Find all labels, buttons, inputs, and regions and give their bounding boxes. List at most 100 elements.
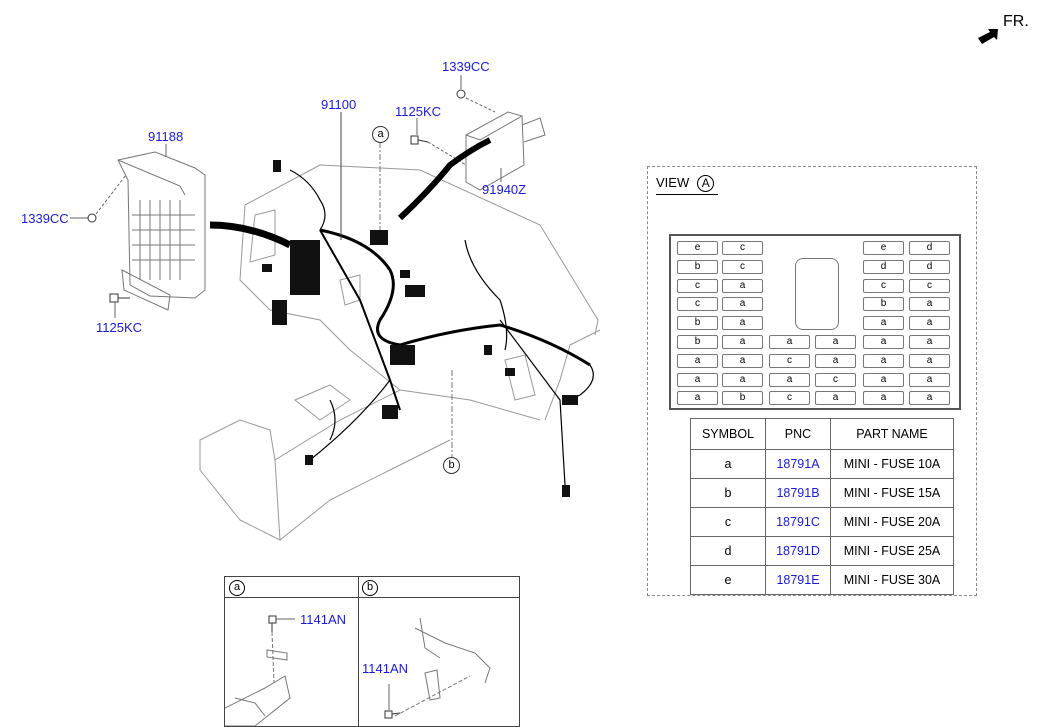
fuse-slot: c bbox=[722, 241, 763, 255]
fuse-slot: a bbox=[909, 316, 950, 331]
fuse-slot: b bbox=[677, 259, 718, 274]
fuse-slot: a bbox=[909, 391, 950, 406]
legend-symbol: d bbox=[690, 536, 766, 566]
legend-row: e 18791E MINI - FUSE 30A bbox=[690, 565, 954, 595]
fuse-slot: a bbox=[722, 353, 763, 368]
legend-row: d 18791D MINI - FUSE 25A bbox=[690, 536, 954, 566]
reference-b-marker[interactable]: b bbox=[443, 457, 460, 474]
fuse-slot: d bbox=[909, 241, 950, 255]
fuse-slot: a bbox=[769, 335, 810, 349]
bolt-icon bbox=[109, 293, 119, 303]
fuse-slot: e bbox=[863, 241, 904, 255]
legend-pnc-link[interactable]: 18791B bbox=[765, 478, 831, 508]
bolt-icon bbox=[410, 135, 419, 145]
header-part-name: PART NAME bbox=[830, 418, 954, 450]
fuse-slot: c bbox=[769, 391, 810, 406]
legend-part-name: MINI - FUSE 30A bbox=[830, 565, 954, 595]
legend-pnc-link[interactable]: 18791C bbox=[765, 507, 831, 537]
legend-pnc-link[interactable]: 18791A bbox=[765, 449, 831, 479]
fuse-slot: b bbox=[863, 297, 904, 312]
nut-icon bbox=[87, 213, 97, 223]
fuse-slot: c bbox=[909, 278, 950, 293]
legend-part-name: MINI - FUSE 15A bbox=[830, 478, 954, 508]
legend-header-row: SYMBOL PNC PART NAME bbox=[690, 418, 954, 450]
fuse-slot: d bbox=[909, 259, 950, 274]
legend-part-name: MINI - FUSE 10A bbox=[830, 449, 954, 479]
callout-1125kc-left[interactable]: 1125KC bbox=[96, 320, 143, 335]
fuse-slot: d bbox=[863, 259, 904, 274]
harness-connector bbox=[290, 240, 320, 295]
fuse-slot: a bbox=[815, 335, 856, 349]
callout-1339cc-top[interactable]: 1339CC bbox=[442, 59, 490, 74]
legend-part-name: MINI - FUSE 20A bbox=[830, 507, 954, 537]
fuse-slot: a bbox=[722, 297, 763, 312]
fuse-slot: c bbox=[769, 353, 810, 368]
harness-connector bbox=[400, 270, 410, 278]
harness-connector bbox=[382, 405, 398, 419]
harness-connector bbox=[370, 230, 388, 245]
reference-a-marker[interactable]: a bbox=[372, 126, 389, 143]
fuse-slot: a bbox=[863, 316, 904, 331]
fuse-slot: a bbox=[722, 335, 763, 349]
detail-b-symbol: b bbox=[362, 580, 378, 596]
bolt-icon bbox=[384, 710, 393, 719]
view-title-text: VIEW bbox=[656, 175, 690, 190]
legend-symbol: c bbox=[690, 507, 766, 537]
dashboard-outline bbox=[199, 164, 601, 541]
fuse-slot: c bbox=[677, 278, 718, 293]
callout-91940z[interactable]: 91940Z bbox=[482, 182, 527, 197]
callout-91188[interactable]: 91188 bbox=[148, 129, 184, 144]
fuse-slot: a bbox=[722, 278, 763, 293]
fuse-slot: b bbox=[722, 391, 763, 406]
legend-row: b 18791B MINI - FUSE 15A bbox=[690, 478, 954, 508]
callout-1125kc-top[interactable]: 1125KC bbox=[395, 104, 442, 119]
detail-a-symbol: a bbox=[229, 580, 245, 596]
junction-box-91188[interactable] bbox=[117, 151, 206, 311]
fuse-slot: a bbox=[815, 353, 856, 368]
legend-pnc-link[interactable]: 18791D bbox=[765, 536, 831, 566]
detail-column-divider bbox=[358, 577, 359, 726]
relay-slot bbox=[795, 258, 839, 330]
harness-connector bbox=[272, 300, 287, 325]
fuse-slot: a bbox=[909, 353, 950, 368]
fuse-slot: a bbox=[677, 391, 718, 406]
harness-connector bbox=[390, 345, 415, 365]
harness-connector bbox=[305, 455, 313, 465]
legend-symbol: b bbox=[690, 478, 766, 508]
fuse-slot: c bbox=[815, 372, 856, 387]
fuse-slot: a bbox=[722, 372, 763, 387]
fuse-slot: a bbox=[677, 353, 718, 368]
harness-connector bbox=[405, 285, 425, 297]
front-arrow-icon bbox=[978, 29, 998, 44]
fuse-slot: a bbox=[863, 335, 904, 349]
fuse-slot: a bbox=[863, 391, 904, 406]
harness-connector bbox=[505, 368, 515, 376]
legend-row: c 18791C MINI - FUSE 20A bbox=[690, 507, 954, 537]
legend-pnc-link[interactable]: 18791E bbox=[765, 565, 831, 595]
fuse-slot: c bbox=[677, 297, 718, 312]
fuse-slot: c bbox=[863, 278, 904, 293]
header-symbol: SYMBOL bbox=[690, 418, 766, 450]
module-91940z[interactable] bbox=[465, 111, 546, 191]
fuse-slot: a bbox=[909, 335, 950, 349]
fuse-slot: a bbox=[909, 297, 950, 312]
detail-b-callout-1141an[interactable]: 1141AN bbox=[362, 661, 409, 676]
legend-part-name: MINI - FUSE 25A bbox=[830, 536, 954, 566]
detail-a-callout-1141an[interactable]: 1141AN bbox=[300, 612, 347, 627]
callout-1339cc-left[interactable]: 1339CC bbox=[21, 211, 69, 226]
harness-connector bbox=[562, 485, 570, 497]
legend-row: a 18791A MINI - FUSE 10A bbox=[690, 449, 954, 479]
harness-connector bbox=[484, 345, 492, 355]
fuse-slot: a bbox=[863, 353, 904, 368]
harness-connector bbox=[262, 264, 272, 272]
fuse-slot: b bbox=[677, 335, 718, 349]
wiring-harness-91100[interactable] bbox=[209, 137, 594, 486]
fuse-legend-table: SYMBOL PNC PART NAME a 18791A MINI - FUS… bbox=[690, 418, 954, 595]
fuse-slot: e bbox=[677, 241, 718, 255]
fuse-slot: a bbox=[677, 372, 718, 387]
fuse-slot: b bbox=[677, 316, 718, 331]
callout-91100[interactable]: 91100 bbox=[321, 97, 357, 112]
